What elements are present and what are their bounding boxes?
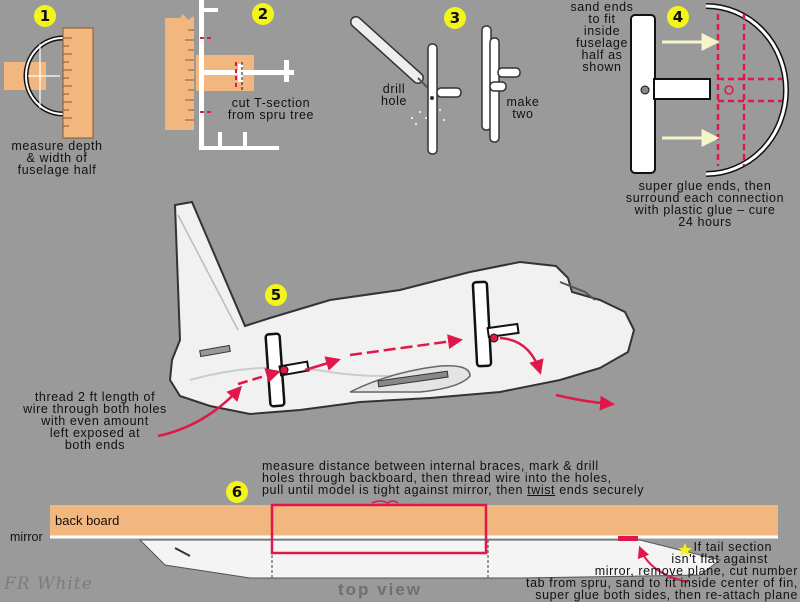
- tail-note-line-4: tab from spru, sand to fit inside center…: [526, 576, 798, 590]
- step-3-badge: 3: [444, 7, 466, 29]
- step3-make-line-1: make: [506, 95, 540, 109]
- step-1-badge: 1: [34, 5, 56, 27]
- tail-section-note: If tail section isn't flat against mirro…: [560, 540, 798, 578]
- step6-line-3-end: ends securely: [555, 483, 645, 497]
- step2-line-1: cut T-section: [231, 96, 311, 110]
- step5-thread-label: thread 2 ft length of wire through both …: [20, 390, 170, 452]
- step3-drill-line-2: hole: [380, 94, 408, 108]
- top-view-label: top view: [338, 580, 423, 599]
- step4-sand-line-2: to fit: [588, 12, 616, 26]
- step-6-badge: 6: [226, 481, 248, 503]
- step4-glue-line-4: 24 hours: [678, 215, 732, 229]
- step2-instruction: cut T-section from spru tree: [216, 96, 326, 122]
- back-board-label: back board: [55, 513, 120, 528]
- step6-line-3: pull until model is tight against mirror…: [262, 483, 732, 497]
- step3-drill-label: drill hole: [374, 82, 414, 108]
- step1-instruction: measure depth & width of fuselage half: [4, 139, 110, 177]
- step5-line-5: both ends: [64, 438, 126, 452]
- step4-sand-line-4: fuselage: [575, 36, 629, 50]
- step4-glue-line-1: super glue ends, then: [638, 179, 772, 193]
- step6-twist-word: twist: [527, 483, 556, 497]
- step1-line-3: fuselage half: [17, 163, 97, 177]
- step6-line-3-start: pull until model is tight against mirror…: [262, 483, 528, 497]
- artist-signature: FR White: [4, 574, 93, 594]
- step4-illustration: [630, 3, 789, 177]
- step5-line-3: with even amount: [41, 414, 149, 428]
- step6-measure-label: measure distance between internal braces…: [262, 459, 732, 497]
- top-view-illustration: [50, 500, 778, 583]
- step4-glue-line-3: with plastic glue – cure: [634, 203, 776, 217]
- step2-illustration: [165, 0, 294, 150]
- step4-sand-line-3: inside: [583, 24, 621, 38]
- step-2-badge: 2: [252, 3, 274, 25]
- step3-drill-line-1: drill: [382, 82, 406, 96]
- step4-sand-line-1: sand ends: [570, 0, 634, 14]
- step6-line-2: holes through backboard, then thread wir…: [262, 471, 612, 485]
- step3-make-line-2: two: [512, 107, 534, 121]
- step4-sand-line-5: half as: [581, 48, 623, 62]
- step3-make-label: make two: [502, 95, 544, 121]
- step-5-badge: 5: [265, 284, 287, 306]
- step1-line-2: & width of: [26, 151, 88, 165]
- step1-illustration: [4, 27, 94, 139]
- aircraft-side-view: [157, 200, 636, 438]
- step1-line-1: measure depth: [11, 139, 103, 153]
- step4-sand-line-6: shown: [582, 60, 622, 74]
- tail-note-line-1: If tail section: [693, 540, 772, 554]
- step6-line-1: measure distance between internal braces…: [262, 459, 599, 473]
- tail-note-line-2: isn't flat against: [671, 552, 768, 566]
- step4-glue-label: super glue ends, then surround each conn…: [612, 179, 798, 229]
- step4-sand-label: sand ends to fit inside fuselage half as…: [570, 0, 634, 74]
- tail-section-note-cont: tab from spru, sand to fit inside center…: [450, 576, 798, 602]
- step5-line-4: left exposed at: [49, 426, 141, 440]
- step5-line-1: thread 2 ft length of: [34, 390, 156, 404]
- step4-glue-line-2: surround each connection: [625, 191, 785, 205]
- tail-note-line-3: mirror, remove plane, cut number: [594, 564, 798, 578]
- step3-illustration: [350, 16, 521, 155]
- step5-line-2: wire through both holes: [23, 402, 167, 416]
- tail-note-line-5: super glue both sides, then re-attach pl…: [535, 588, 798, 602]
- step2-line-2: from spru tree: [227, 108, 315, 122]
- mirror-label: mirror: [10, 530, 43, 544]
- step-4-badge: 4: [667, 6, 689, 28]
